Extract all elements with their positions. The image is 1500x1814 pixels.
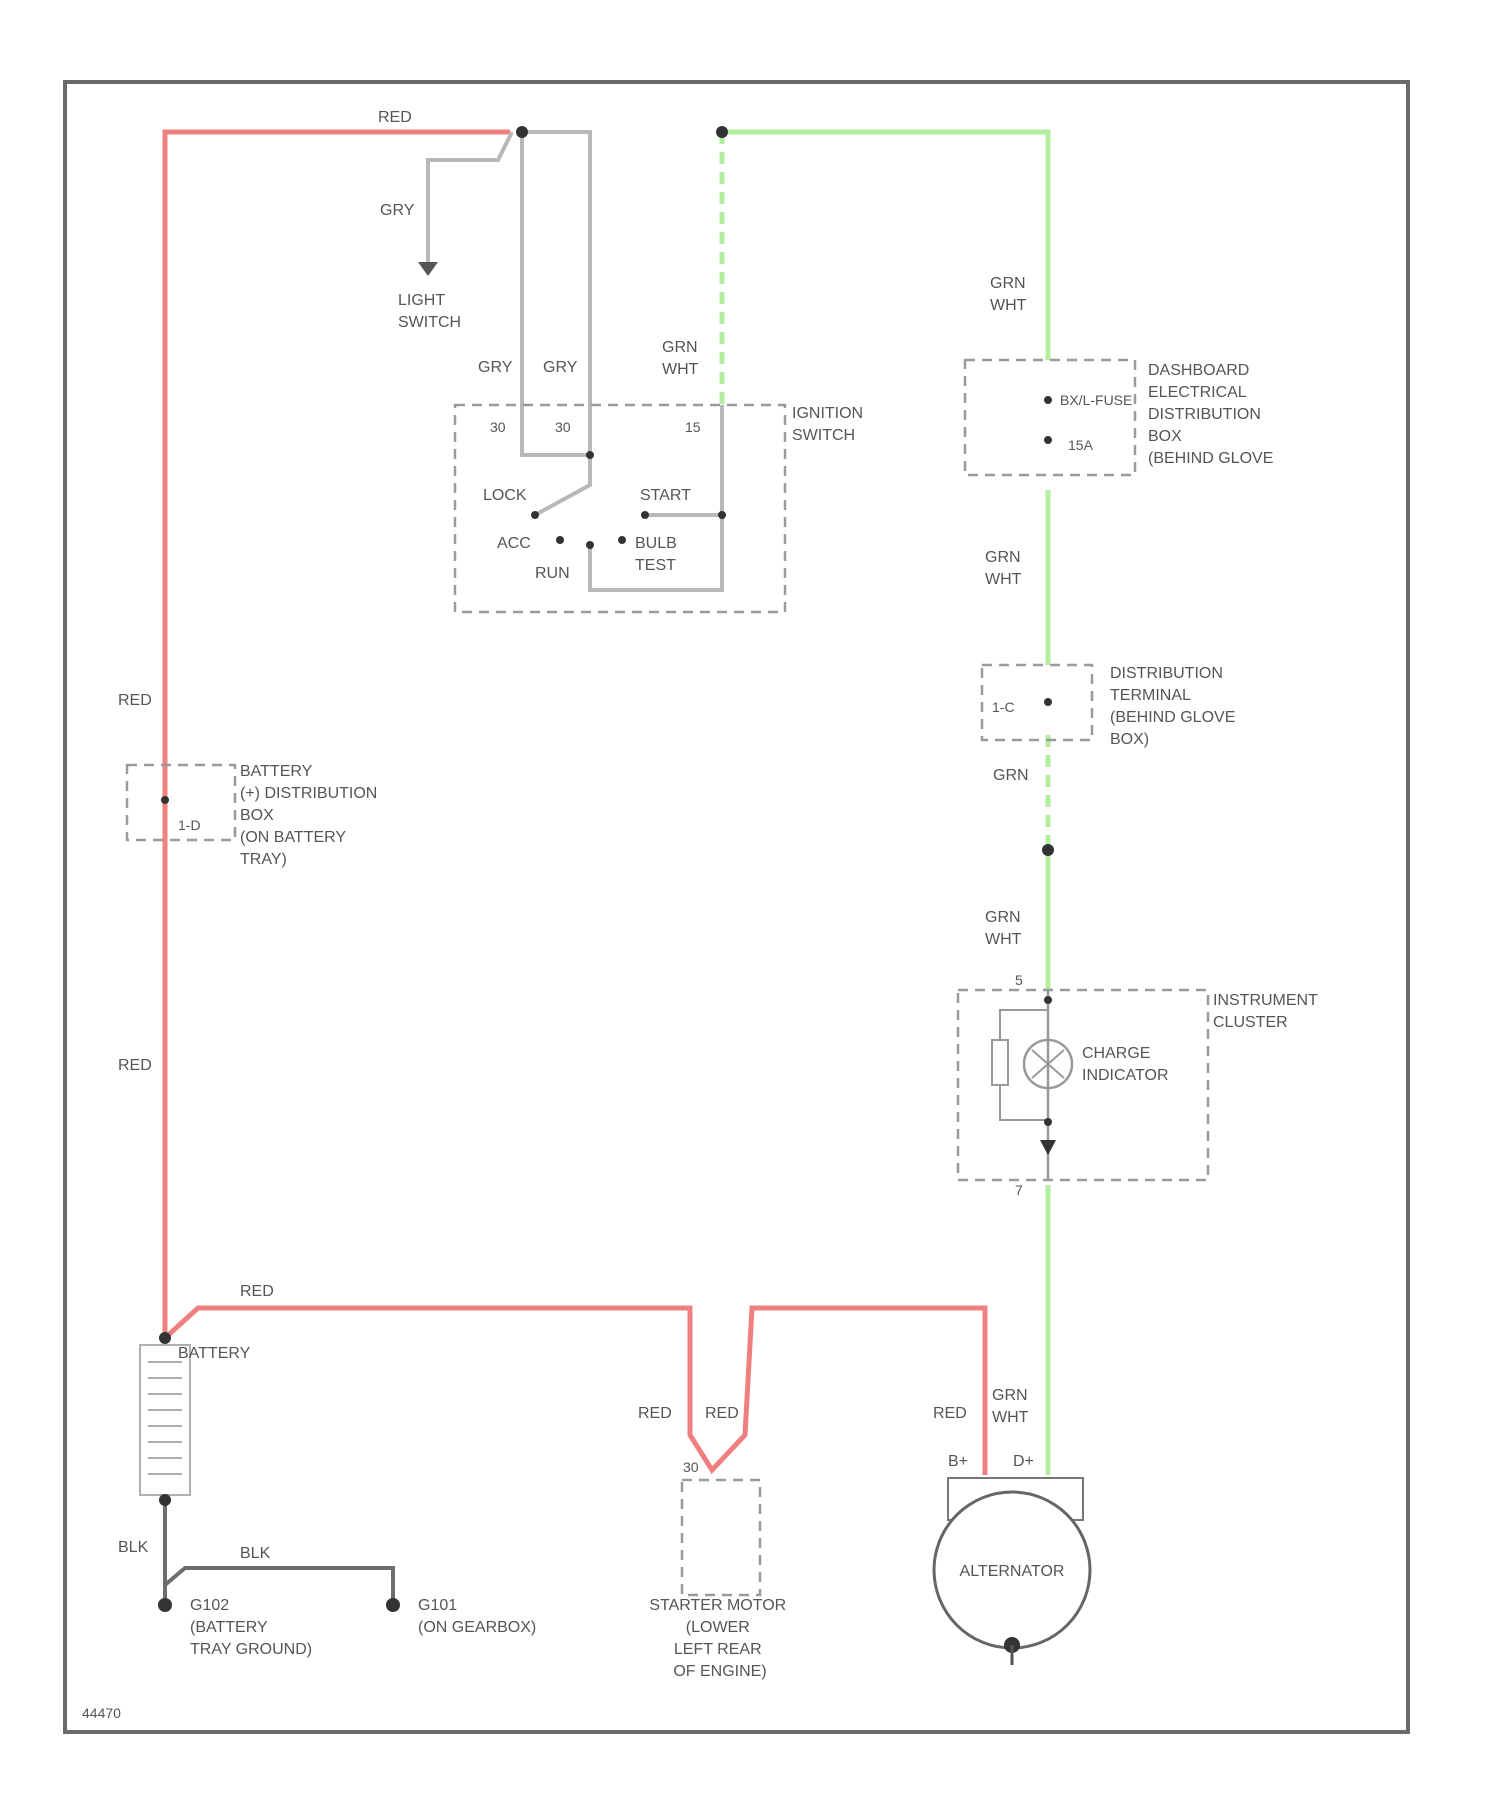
cluster-resistor <box>992 1040 1008 1085</box>
wire-gry-ign-1 <box>522 132 590 455</box>
wire-gry-ign-internal <box>535 455 590 515</box>
ign-contact-bulb <box>618 536 626 544</box>
splice-battery-pos <box>159 1332 171 1344</box>
label-ign-t30b: 30 <box>555 419 571 435</box>
label-red-alt: RED <box>933 1405 967 1422</box>
label-start: START <box>640 487 691 504</box>
label-grn-wht-alt: GRN WHT <box>992 1387 1032 1426</box>
dashboard-box <box>965 360 1135 475</box>
label-footer-code: 44470 <box>82 1705 121 1721</box>
label-d-plus: D+ <box>1013 1453 1034 1470</box>
cluster-dot-b <box>1044 1118 1052 1126</box>
fuse-dot-a <box>1044 396 1052 404</box>
label-gry-2: GRY <box>543 359 578 376</box>
label-red-bottom: RED <box>240 1283 274 1300</box>
splice-top-gray <box>516 126 528 138</box>
ign-contact-1 <box>586 451 594 459</box>
wire-grn-top <box>722 132 1048 360</box>
label-battery-box-val: 1-D <box>178 817 201 833</box>
label-dist-val: 1-C <box>992 699 1015 715</box>
label-run: RUN <box>535 565 570 582</box>
splice-green-mid <box>1042 844 1054 856</box>
label-pin-5: 5 <box>1015 972 1023 988</box>
ign-contact-start <box>641 511 649 519</box>
label-fuse-name: BX/L-FUSE <box>1060 392 1132 408</box>
ign-contact-run <box>586 541 594 549</box>
wire-gry-light-switch <box>428 132 512 262</box>
ignition-switch-box <box>455 405 785 612</box>
label-starter: STARTER MOTOR (LOWER LEFT REAR OF ENGINE… <box>649 1597 790 1680</box>
label-red-left-2: RED <box>118 1057 152 1074</box>
label-alternator: ALTERNATOR <box>960 1563 1065 1580</box>
label-battery-box: BATTERY (+) DISTRIBUTION BOX (ON BATTERY… <box>240 763 382 868</box>
label-dist-terminal: DISTRIBUTION TERMINAL (BEHIND GLOVE BOX) <box>1110 665 1240 748</box>
label-pin-7: 7 <box>1015 1182 1023 1198</box>
label-grn-wht-c: GRN WHT <box>985 909 1025 948</box>
label-grn: GRN <box>993 767 1029 784</box>
ign-contact-lock <box>531 511 539 519</box>
label-starter-pin: 30 <box>683 1459 699 1475</box>
label-red-top: RED <box>378 109 412 126</box>
cluster-dot-a <box>1044 996 1052 1004</box>
ign-contact-acc <box>556 536 564 544</box>
label-g101: G101 (ON GEARBOX) <box>418 1597 536 1636</box>
battery-dist-dot <box>161 796 169 804</box>
label-grn-wht-a: GRN WHT <box>990 275 1030 314</box>
diagram-frame <box>65 82 1408 1732</box>
label-ign-t30a: 30 <box>490 419 506 435</box>
label-blk-2: BLK <box>240 1545 271 1562</box>
arrow-light-switch <box>418 262 438 276</box>
label-lock: LOCK <box>483 487 527 504</box>
label-gry-light: GRY <box>380 202 415 219</box>
label-battery: BATTERY <box>178 1345 251 1362</box>
label-ignition-switch: IGNITION SWITCH <box>792 405 868 444</box>
label-grn-wht-ign: GRN WHT <box>662 339 702 378</box>
ign-contact-start-r <box>718 511 726 519</box>
battery-symbol <box>140 1345 190 1495</box>
label-fuse-val: 15A <box>1068 437 1094 453</box>
label-grn-wht-b: GRN WHT <box>985 549 1025 588</box>
label-b-plus: B+ <box>948 1453 968 1470</box>
label-g102: G102 (BATTERY TRAY GROUND) <box>190 1597 312 1658</box>
ground-g101-dot <box>386 1598 400 1612</box>
label-dashboard-box: DASHBOARD ELECTRICAL DISTRIBUTION BOX (B… <box>1148 362 1273 467</box>
label-light-switch: LIGHT SWITCH <box>398 292 461 331</box>
label-blk-1: BLK <box>118 1539 149 1556</box>
wire-red-main-vertical <box>165 132 510 1338</box>
fuse-dot-b <box>1044 436 1052 444</box>
cluster-arrow <box>1040 1140 1056 1155</box>
label-acc: ACC <box>497 535 531 552</box>
splice-battery-neg <box>159 1494 171 1506</box>
label-charge-indicator: CHARGE INDICATOR <box>1082 1045 1169 1084</box>
label-bulb-test: BULB TEST <box>635 535 681 574</box>
label-red-s1: RED <box>638 1405 672 1422</box>
wire-gry-ign-2 <box>522 132 590 455</box>
starter-motor-box <box>682 1480 760 1595</box>
label-red-left-1: RED <box>118 692 152 709</box>
label-ign-t15: 15 <box>685 419 701 435</box>
label-gry-1: GRY <box>478 359 513 376</box>
label-instrument-cluster: INSTRUMENT CLUSTER <box>1213 992 1322 1031</box>
dist-dot <box>1044 698 1052 706</box>
splice-top-green <box>716 126 728 138</box>
ground-g102-dot <box>158 1598 172 1612</box>
wire-red-to-starter <box>165 1308 985 1475</box>
label-red-s2: RED <box>705 1405 739 1422</box>
